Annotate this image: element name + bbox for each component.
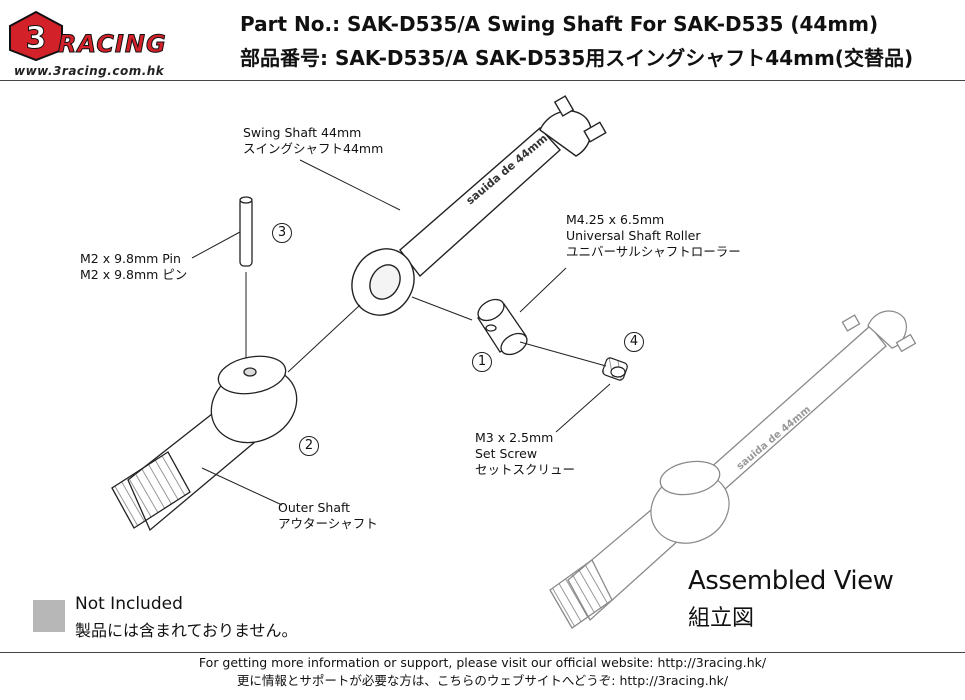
swing-shaft-label-jp: スイングシャフト44mm xyxy=(243,141,384,156)
outer-shaft-leader xyxy=(201,467,283,506)
swing-shaft-label: Swing Shaft 44mm スイングシャフト44mm xyxy=(243,125,383,157)
footer-line-en[interactable]: For getting more information or support,… xyxy=(198,655,767,670)
callout-4: 4 xyxy=(624,332,644,352)
outer-shaft-drawing xyxy=(111,355,298,532)
logo-3-emblem-icon: 3 xyxy=(9,10,63,62)
roller-drawing xyxy=(477,298,528,356)
assembled-view-title: Assembled View xyxy=(688,566,894,596)
logo-text: RACING xyxy=(58,30,167,59)
pin-label-jp: M2 x 9.8mm ピン xyxy=(80,267,188,282)
outer-shaft-label: Outer Shaft アウターシャフト xyxy=(278,500,378,532)
callout-2: 2 xyxy=(299,436,319,456)
footer-divider xyxy=(0,652,965,653)
set-screw-label-jp: セットスクリュー xyxy=(475,462,576,477)
footer: For getting more information or support,… xyxy=(0,654,965,690)
roller-leader xyxy=(519,267,567,313)
page-title: Part No.: SAK-D535/A Swing Shaft For SAK… xyxy=(240,12,879,36)
set-screw-label: M3 x 2.5mm Set Screw セットスクリュー xyxy=(475,430,575,478)
assembled-view-title-jp: 組立図 xyxy=(688,606,755,631)
legend-swatch xyxy=(33,600,65,632)
pin-drawing xyxy=(239,196,253,267)
callout-3: 3 xyxy=(272,223,292,243)
header-divider xyxy=(0,80,965,81)
callout-1: 1 xyxy=(472,352,492,372)
brand-logo[interactable]: 3 RACING www.3racing.com.hk xyxy=(6,10,211,78)
footer-line-jp[interactable]: 更に情報とサポートが必要な方は、こちらのウェブサイトへどうぞ: http://3… xyxy=(236,673,729,688)
pin-label-en: M2 x 9.8mm Pin xyxy=(80,251,181,266)
legend-title-jp: 製品には含まれておりません。 xyxy=(75,621,298,640)
roller-label-en: Universal Shaft Roller xyxy=(566,228,701,243)
pin-leader xyxy=(191,231,241,259)
logo-url: www.3racing.com.hk xyxy=(14,64,165,78)
svg-text:3: 3 xyxy=(26,21,47,56)
roller-label-jp: ユニバーサルシャフトローラー xyxy=(566,244,741,259)
set-screw-leader xyxy=(555,383,611,433)
outer-shaft-label-jp: アウターシャフト xyxy=(278,516,378,531)
page-title-japanese: 部品番号: SAK-D535/A SAK-D535用スイングシャフト44mm(交… xyxy=(240,46,914,70)
swing-shaft-label-en: Swing Shaft 44mm xyxy=(243,125,362,140)
roller-label-size: M4.25 x 6.5mm xyxy=(566,212,665,227)
outer-shaft-axis-line xyxy=(287,304,361,373)
pin-label: M2 x 9.8mm Pin M2 x 9.8mm ピン xyxy=(80,251,187,283)
set-screw-label-size: M3 x 2.5mm xyxy=(475,430,554,445)
roller-axis-line xyxy=(411,296,473,321)
roller-label: M4.25 x 6.5mm Universal Shaft Roller ユニバ… xyxy=(566,212,741,260)
screw-axis-line xyxy=(519,341,607,367)
set-screw-label-en: Set Screw xyxy=(475,446,538,461)
legend-title: Not Included xyxy=(75,594,183,614)
header: 3 RACING www.3racing.com.hk Part No.: SA… xyxy=(0,0,965,80)
assembled-view-drawing: sauida de 44mm xyxy=(549,310,917,629)
outer-shaft-label-en: Outer Shaft xyxy=(278,500,351,515)
swing-shaft-leader xyxy=(299,159,401,211)
set-screw-drawing xyxy=(602,357,628,381)
